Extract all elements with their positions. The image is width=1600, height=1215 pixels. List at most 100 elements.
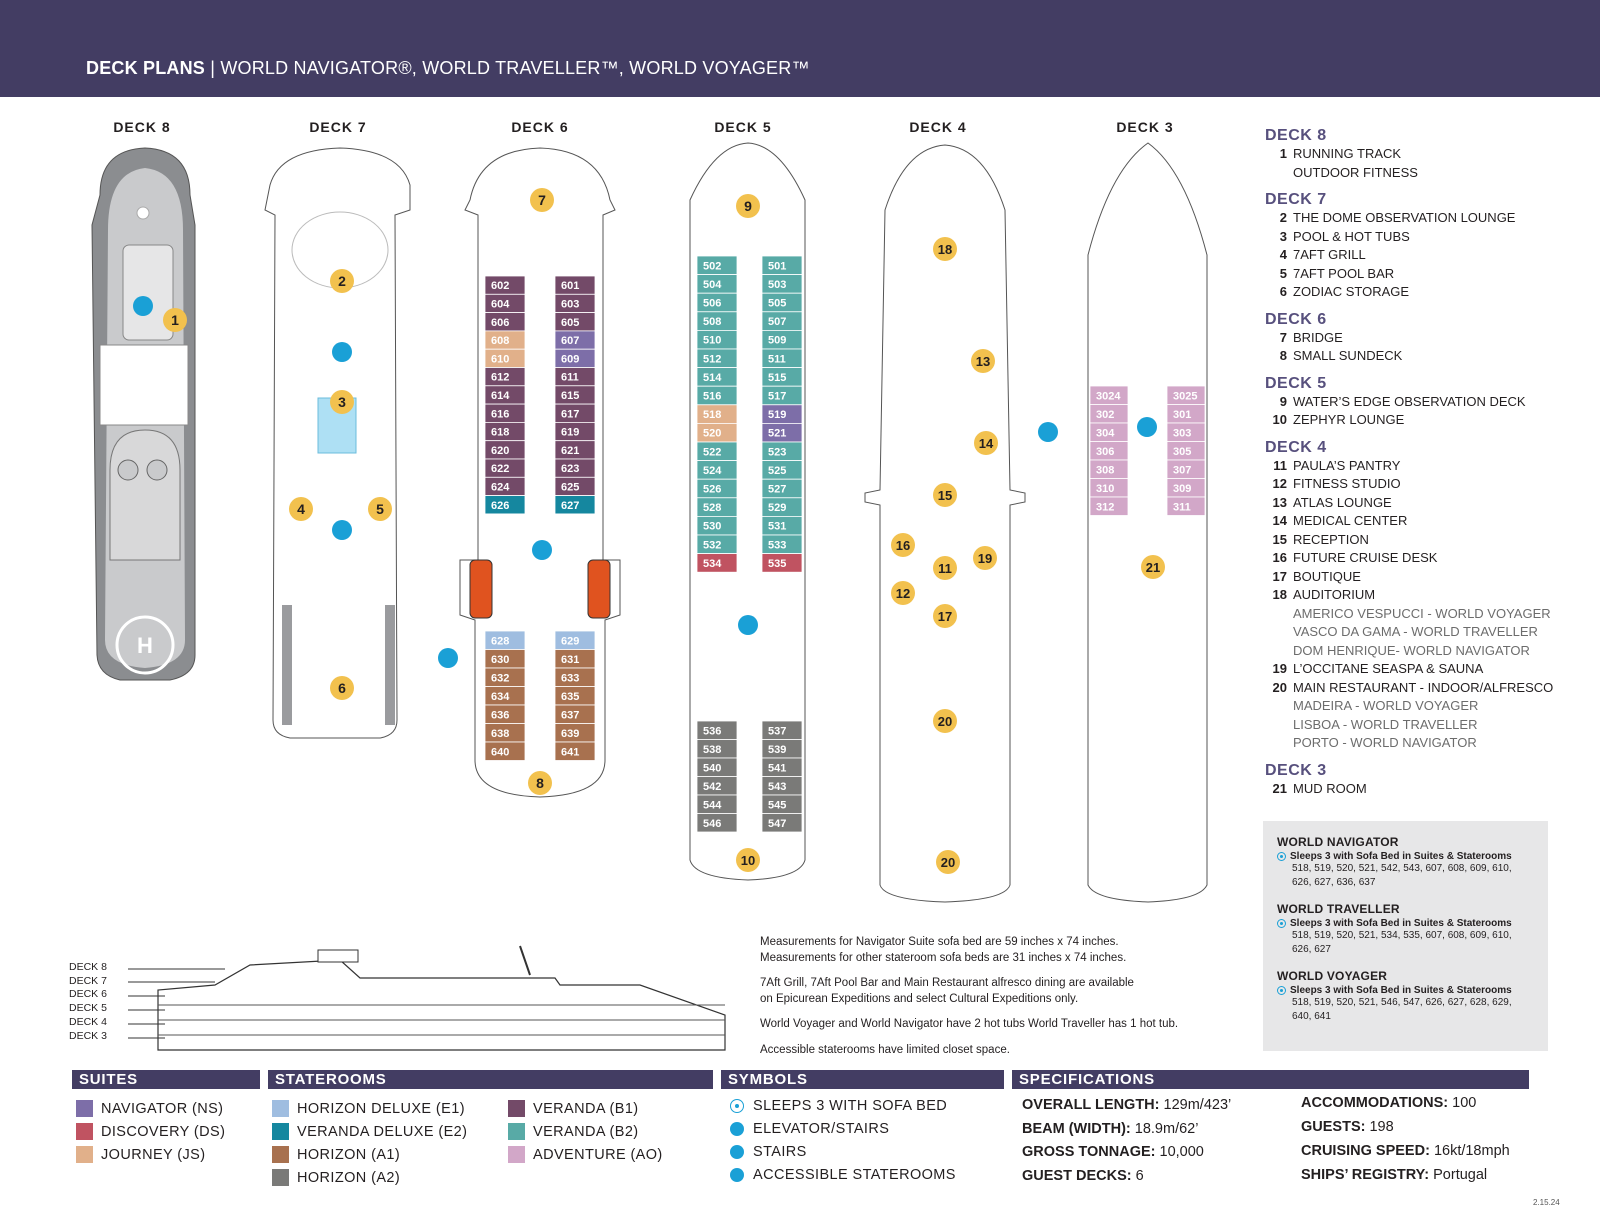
legend-number: 6 xyxy=(1279,284,1287,299)
key-label: JOURNEY (JS) xyxy=(101,1146,206,1163)
color-swatch xyxy=(76,1100,93,1117)
legend-number: 19 xyxy=(1272,661,1287,676)
spec-value: 16kt/18mph xyxy=(1433,1143,1510,1159)
cabin-number: 533 xyxy=(768,539,786,551)
legend-subitem: DOM HENRIQUE- WORLD NAVIGATOR xyxy=(1293,642,1530,658)
cabin-number: 532 xyxy=(703,539,721,551)
cabin-number: 507 xyxy=(768,316,786,328)
cabin-number: 636 xyxy=(491,709,509,721)
legend-item: 19 L’OCCITANE SEASPA & SAUNA xyxy=(1265,660,1600,679)
cabin-number: 535 xyxy=(768,558,786,570)
color-swatch xyxy=(272,1123,289,1140)
location-marker xyxy=(163,308,187,332)
cabin-number: 523 xyxy=(768,446,786,458)
legend-label: ZEPHYR LOUNGE xyxy=(1293,412,1405,427)
location-marker-label: 4 xyxy=(297,501,305,517)
key-label: VERANDA (B2) xyxy=(533,1123,639,1140)
cabin-number: 616 xyxy=(491,408,509,420)
cabin-number: 640 xyxy=(491,746,509,758)
stateroom-key: VERANDA (B1) xyxy=(508,1100,639,1117)
cabin-number: 614 xyxy=(491,390,510,402)
cabin-number: 512 xyxy=(703,353,721,365)
location-marker-label: 21 xyxy=(1146,560,1160,575)
cabin-number: 303 xyxy=(1173,427,1191,439)
key-label: DISCOVERY (DS) xyxy=(101,1123,226,1140)
location-marker xyxy=(971,349,995,373)
legend-label: BOUTIQUE xyxy=(1293,568,1361,584)
cabin-number: 308 xyxy=(1096,464,1114,476)
title-ships: WORLD NAVIGATOR®, WORLD TRAVELLER™, WORL… xyxy=(220,58,810,78)
location-marker xyxy=(933,556,957,580)
cabin-number: 521 xyxy=(768,428,786,440)
spec-row: GUESTS: 198 xyxy=(1301,1119,1394,1135)
location-marker-label: 14 xyxy=(979,436,994,451)
legend-number: 3 xyxy=(1279,228,1287,244)
legend-number xyxy=(1265,164,1293,183)
cabin-number: 511 xyxy=(768,353,786,365)
cabin-number: 516 xyxy=(703,391,721,403)
legend-item: OUTDOOR FITNESS xyxy=(1265,164,1600,183)
cabin-number: 611 xyxy=(561,372,579,384)
legend-number: 11 xyxy=(1273,457,1287,473)
location-marker xyxy=(1141,555,1165,579)
sofa-bed-icon xyxy=(1277,986,1286,995)
sofa-bed-text: Sleeps 3 with Sofa Bed in Suites & State… xyxy=(1290,985,1512,996)
cabin-535 xyxy=(761,553,803,573)
cabin-number: 527 xyxy=(768,484,786,496)
cabin-number: 503 xyxy=(768,279,786,291)
legend-subitem: MADEIRA - WORLD VOYAGER xyxy=(1293,698,1479,713)
color-swatch xyxy=(508,1123,525,1140)
legend-label: MUD ROOM xyxy=(1293,780,1367,796)
accessible-icon xyxy=(730,1168,744,1182)
cabin-number: 307 xyxy=(1173,464,1191,476)
cabin-number: 619 xyxy=(561,427,579,439)
location-marker xyxy=(330,676,354,700)
cabin-number: 538 xyxy=(703,744,721,756)
stateroom-key: ADVENTURE (AO) xyxy=(508,1146,663,1163)
location-marker xyxy=(974,431,998,455)
cabin-546 xyxy=(696,813,738,833)
legend-label: ATLAS LOUNGE xyxy=(1293,494,1392,510)
key-label: HORIZON (A2) xyxy=(297,1169,401,1186)
cabin-number: 630 xyxy=(491,654,509,666)
lifeboat-right xyxy=(587,559,611,619)
cabin-number: 519 xyxy=(768,409,786,421)
legend-item: 16 FUTURE CRUISE DESK xyxy=(1265,549,1600,568)
profile-label: DECK 6 xyxy=(69,988,107,1001)
sofa-bed-line: Sleeps 3 with Sofa Bed in Suites & State… xyxy=(1277,985,1548,996)
legend-number: 9 xyxy=(1279,393,1287,409)
location-marker xyxy=(891,533,915,557)
symbol-key: SLEEPS 3 WITH SOFA BED xyxy=(730,1098,947,1114)
cabin-number: 633 xyxy=(561,672,579,684)
location-marker xyxy=(289,497,313,521)
legend-label: L’OCCITANE SEASPA & SAUNA xyxy=(1293,661,1484,676)
cabin-number: 536 xyxy=(703,725,721,737)
legend-number: 16 xyxy=(1272,550,1287,565)
legend-number: 2 xyxy=(1279,210,1287,225)
accessible-icon xyxy=(438,648,458,668)
cabin-number: 3025 xyxy=(1173,390,1197,402)
spec-row: BEAM (WIDTH): 18.9m/62’ xyxy=(1022,1121,1198,1137)
notes: Measurements for Navigator Suite sofa be… xyxy=(760,935,1230,1068)
key-label: ADVENTURE (AO) xyxy=(533,1146,663,1163)
location-marker xyxy=(933,483,957,507)
stateroom-key: HORIZON DELUXE (E1) xyxy=(272,1100,465,1117)
cabin-number: 528 xyxy=(703,502,721,514)
cabin-number: 601 xyxy=(561,280,579,292)
legend-label: FUTURE CRUISE DESK xyxy=(1293,550,1438,565)
location-marker xyxy=(933,604,957,628)
staterooms-header: STATEROOMS xyxy=(268,1070,713,1089)
sofa-bed-icon xyxy=(730,1099,744,1113)
print-date: 2.15.24 xyxy=(1533,1198,1560,1207)
cabin-number: 632 xyxy=(491,672,509,684)
profile-label: DECK 4 xyxy=(69,1015,107,1028)
cabin-number: 615 xyxy=(561,390,579,402)
key-label: ACCESSIBLE STATEROOMS xyxy=(753,1167,956,1183)
legend-number: 7 xyxy=(1279,329,1287,345)
cabin-number: 514 xyxy=(703,372,722,384)
